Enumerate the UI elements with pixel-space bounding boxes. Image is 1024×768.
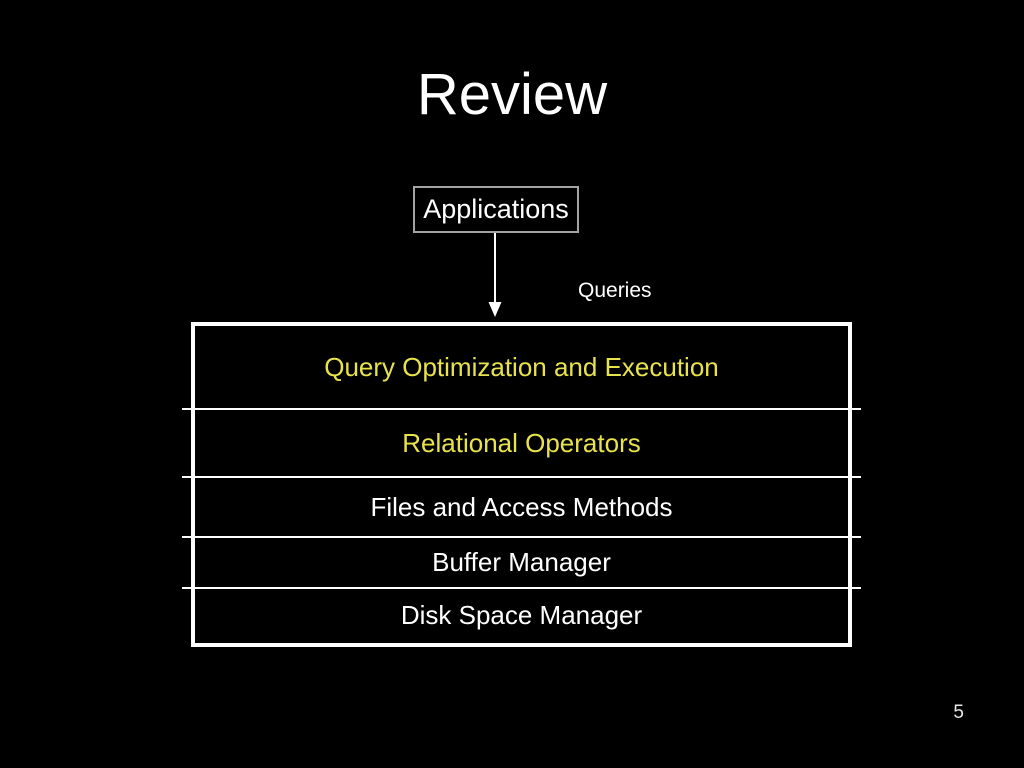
layer-divider	[182, 408, 861, 410]
layer-disk-space-manager: Disk Space Manager	[400, 600, 643, 630]
down-arrow-icon	[488, 233, 502, 317]
layer-divider	[182, 536, 861, 538]
layer-relational-operators: Relational Operators	[402, 427, 641, 458]
layer-divider	[182, 476, 861, 478]
layer-query-optimization: Query Optimization and Execution	[324, 352, 719, 382]
slide-title: Review	[416, 62, 608, 127]
layer-buffer-manager: Buffer Manager	[432, 547, 611, 577]
applications-box: Applications	[413, 186, 579, 233]
layer-divider	[182, 587, 861, 589]
layer-files-access-methods: Files and Access Methods	[370, 491, 673, 522]
queries-label: Queries	[578, 279, 652, 302]
dbms-stack-box: Query Optimization and Execution Relatio…	[182, 322, 861, 647]
applications-box-label: Applications	[423, 194, 569, 224]
page-number: 5	[953, 702, 964, 723]
